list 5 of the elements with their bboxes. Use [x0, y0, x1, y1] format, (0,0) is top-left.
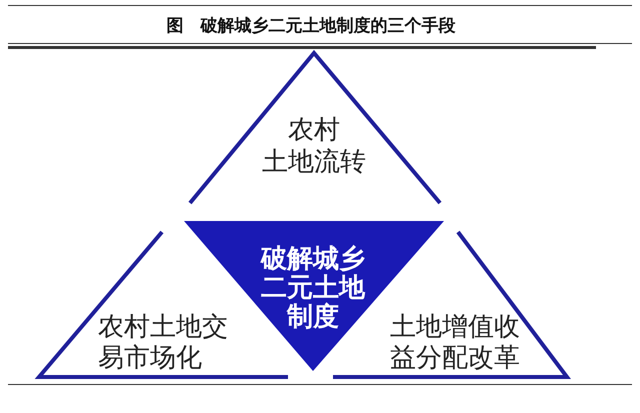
triangle-label: 农村土地流转	[261, 114, 367, 178]
figure-title: 图 破解城乡二元土地制度的三个手段	[166, 15, 456, 37]
triangle-label: 农村土地交易市场化	[98, 312, 229, 374]
triangle-label: 破解城乡二元土地制度	[259, 245, 366, 332]
triangle-label: 土地增值收益分配改革	[390, 312, 521, 374]
